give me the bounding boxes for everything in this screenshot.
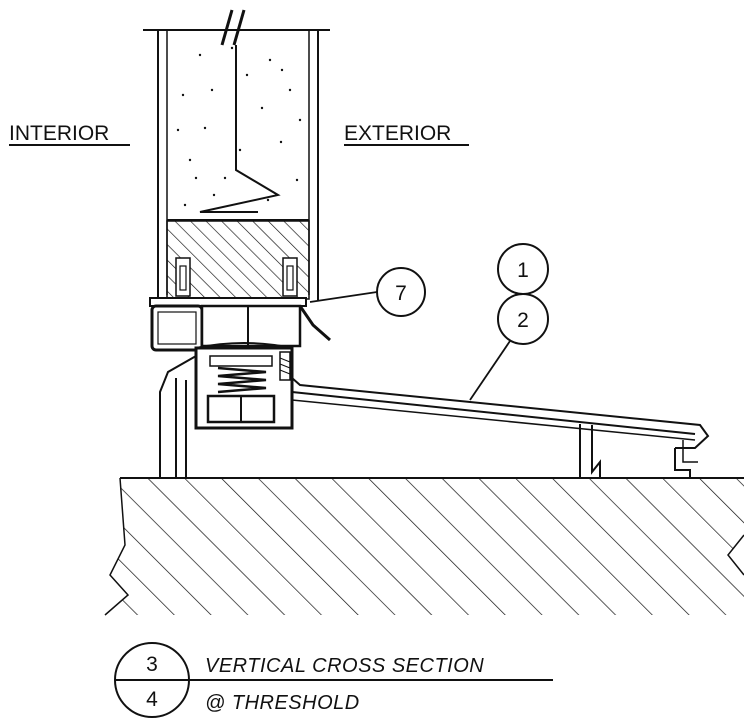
door-bottom-rail — [149, 297, 331, 352]
interior-label-group: INTERIOR — [9, 122, 130, 146]
interior-label: INTERIOR — [9, 122, 109, 145]
detail-title-line1: VERTICAL CROSS SECTION — [205, 655, 484, 677]
sheet-number: 4 — [146, 688, 158, 711]
callout-7-label: 7 — [395, 282, 407, 305]
detail-title-line2: @ THRESHOLD — [205, 692, 360, 714]
detail-number: 3 — [146, 653, 158, 676]
glass-unit — [143, 9, 330, 300]
threshold-profile — [159, 342, 710, 478]
desiccant-dots — [176, 46, 302, 207]
exterior-label-group: EXTERIOR — [344, 122, 469, 146]
exterior-label: EXTERIOR — [344, 122, 451, 145]
glazing-gaskets — [175, 257, 298, 297]
callout-2: 2 — [469, 293, 549, 401]
detail-title-block: 3 4 VERTICAL CROSS SECTION @ THRESHOLD — [114, 642, 553, 718]
callout-1-label: 1 — [517, 259, 529, 282]
callout-1: 1 — [497, 243, 549, 295]
concrete-slab — [104, 477, 744, 616]
callout-7: 7 — [309, 267, 426, 317]
callout-2-label: 2 — [517, 309, 529, 332]
